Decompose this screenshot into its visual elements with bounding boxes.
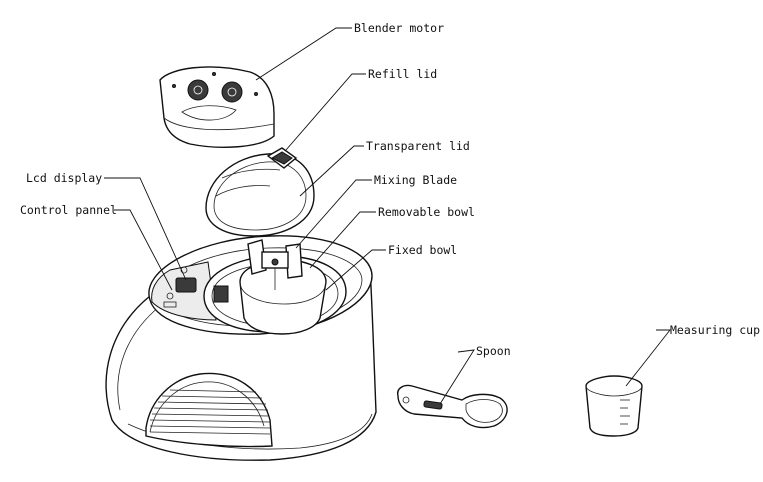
refill-lid-graphic (266, 147, 298, 169)
label-removable-bowl: Removable bowl (378, 205, 475, 219)
vent-grille (145, 372, 273, 448)
label-control-pannel: Control pannel (20, 203, 117, 217)
machine-base (105, 235, 377, 461)
label-fixed-bowl: Fixed bowl (388, 243, 457, 257)
transparent-lid-graphic (205, 153, 315, 237)
blender-motor-graphic (159, 66, 275, 148)
leader-lines (104, 27, 671, 405)
label-transparent-lid: Transparent lid (366, 139, 470, 153)
mixing-blade-graphic (247, 239, 303, 290)
label-mixing-blade: Mixing Blade (374, 173, 457, 187)
label-measuring-cup: Measuring cup (670, 323, 760, 337)
spoon-graphic (397, 384, 508, 429)
label-spoon: Spoon (476, 344, 511, 358)
label-lcd-display: Lcd display (26, 171, 102, 185)
label-refill-lid: Refill lid (368, 67, 437, 81)
labels: Blender motor Refill lid Transparent lid… (20, 21, 760, 358)
measuring-cup-graphic (585, 375, 643, 437)
label-blender-motor: Blender motor (354, 21, 444, 35)
lcd-display-screen (175, 277, 197, 293)
